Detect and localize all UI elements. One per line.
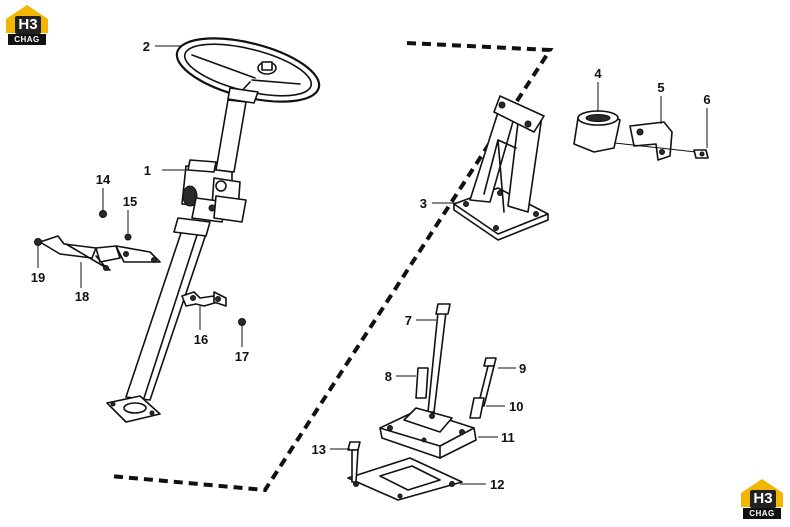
part-16-clamp	[181, 291, 227, 307]
steering-wheel	[175, 37, 321, 104]
callout-15: 15	[123, 194, 137, 209]
steering-column-shaft	[125, 99, 247, 401]
column-base-flange	[106, 395, 161, 423]
callout-14: 14	[96, 172, 111, 187]
part-8-spacer-sleeve	[415, 367, 429, 399]
callout-9: 9	[519, 361, 526, 376]
part-19-nut	[34, 238, 42, 246]
part-4-bushing	[573, 110, 621, 153]
callout-8: 8	[385, 369, 392, 384]
callout-7: 7	[405, 313, 412, 328]
callout-10: 10	[509, 399, 523, 414]
callout-13: 13	[312, 442, 326, 457]
part-18-mounting-bracket	[39, 235, 161, 271]
callout-17: 17	[235, 349, 249, 364]
callout-1: 1	[144, 163, 151, 178]
brand-logo-subtitle: CHAG	[743, 508, 781, 519]
part-15-bolt	[124, 233, 132, 241]
leader-lines	[37, 45, 708, 485]
part-13-bolt	[347, 441, 361, 483]
part-12-gasket-plate	[347, 457, 463, 501]
part-7-long-bolt	[427, 303, 451, 413]
callout-5: 5	[657, 80, 664, 95]
callout-12: 12	[490, 477, 504, 492]
part-9-bolt	[477, 357, 497, 407]
brand-logo-mark: H3	[750, 490, 776, 508]
part-14-nut	[99, 210, 107, 218]
callout-11: 11	[501, 430, 515, 445]
callout-labels: 1 2 3 4 5 6 7 8 9 10 11 12 13 14 15 16 1…	[31, 39, 711, 492]
part-17-bolt	[238, 318, 246, 326]
callout-16: 16	[194, 332, 208, 347]
brand-logo-mark: H3	[15, 16, 41, 34]
callout-18: 18	[75, 289, 89, 304]
callout-2: 2	[143, 39, 150, 54]
callout-3: 3	[420, 196, 427, 211]
brand-logo-top-left: H3 CHAG	[4, 3, 50, 47]
brand-logo-bottom-right: H3 CHAG	[739, 477, 785, 521]
callout-4: 4	[594, 66, 602, 81]
part-6-bolt	[693, 149, 709, 159]
part-5-clamp-bracket	[614, 121, 697, 161]
brand-logo-subtitle: CHAG	[8, 34, 46, 45]
detail-group-boundary	[109, 41, 554, 493]
part-3-column-support-stand	[453, 95, 549, 241]
part-10-spacer-sleeve	[469, 397, 485, 419]
callout-19: 19	[31, 270, 45, 285]
universal-joint-bracket	[181, 159, 247, 223]
callout-6: 6	[703, 92, 710, 107]
part-11-base-block	[379, 407, 477, 459]
